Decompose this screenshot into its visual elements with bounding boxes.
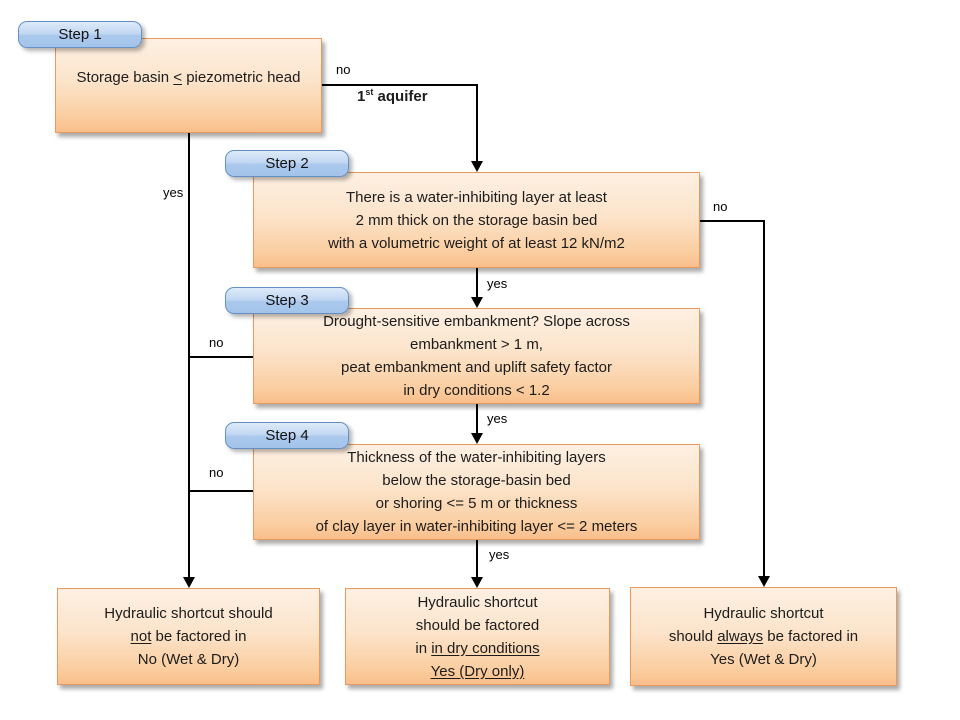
box-text-line: Hydraulic shortcut: [703, 605, 824, 622]
edge-label-step2-yes: yes: [487, 276, 508, 291]
box-text: in: [415, 639, 432, 657]
box-text: piezometric head: [182, 69, 301, 86]
edge-label-step4-yes: yes: [489, 547, 510, 562]
box-text-line: Yes (Dry only): [431, 660, 525, 683]
step4-box: Thickness of the water-inhibiting layers…: [253, 444, 700, 540]
box-text-line: in in dry conditions: [415, 637, 539, 660]
connector-step1-yes-vertical: [188, 133, 190, 579]
arrowhead-into-outcome-not: [183, 577, 195, 588]
box-text: be factored in: [151, 628, 247, 645]
box-text-underlined: Yes (Dry only): [430, 662, 525, 680]
arrowhead-into-step4: [471, 433, 483, 444]
box-text-line: Hydraulic shortcut: [417, 593, 538, 611]
box-text-underlined: always: [717, 628, 764, 645]
step2-label: Step 2: [225, 150, 349, 177]
box-text-line: peat embankment and uplift safety factor: [341, 359, 612, 376]
edge-label-first-aquifer: 1st aquifer: [357, 87, 428, 105]
box-text-line: Thickness of the water-inhibiting layers: [347, 449, 606, 466]
step3-box: Drought-sensitive embankment? Slope acro…: [253, 308, 700, 404]
box-text-line: There is a water-inhibiting layer at lea…: [346, 188, 607, 206]
edge-label-step1-no: no: [336, 62, 351, 77]
box-text-line: not be factored in: [131, 625, 247, 648]
box-text-line: Yes (Wet & Dry): [710, 651, 817, 668]
edge-label-step4-no: no: [209, 465, 224, 480]
outcome-always-box: Hydraulic shortcut should always be fact…: [630, 587, 897, 686]
box-text-line: should always be factored in: [669, 625, 858, 648]
box-text: be factored in: [763, 628, 859, 645]
box-text-line: below the storage-basin bed: [382, 472, 571, 489]
step4-label: Step 4: [225, 422, 349, 449]
box-text-line: or shoring <= 5 m or thickness: [375, 495, 578, 512]
outcome-not-box: Hydraulic shortcut should not be factore…: [57, 588, 320, 685]
box-text-line: embankment > 1 m,: [410, 336, 543, 353]
box-text-line: 2 mm thick on the storage basin bed: [355, 211, 598, 229]
connector-step3-no-horizontal: [189, 356, 253, 358]
box-text-line: Drought-sensitive embankment? Slope acro…: [323, 313, 630, 330]
connector-step2-no-horizontal: [700, 220, 764, 222]
box-text-line: should be factored: [415, 616, 540, 634]
step2-box: There is a water-inhibiting layer at lea…: [253, 172, 700, 268]
box-text-underlined: <: [173, 69, 183, 86]
aquifer-superscript: st: [365, 87, 374, 97]
edge-label-step3-no: no: [209, 335, 224, 350]
box-text-line: No (Wet & Dry): [137, 651, 240, 668]
step1-box: Storage basin < piezometric head: [55, 38, 322, 133]
connector-step1-no-horizontal: [322, 84, 478, 86]
arrowhead-into-step2: [471, 161, 483, 172]
box-text-line: Hydraulic shortcut should: [104, 605, 273, 622]
box-text: should: [668, 628, 718, 645]
connector-step1-no-vertical: [476, 84, 478, 162]
arrowhead-into-step3: [471, 297, 483, 308]
connector-step3-yes-vertical: [476, 404, 478, 435]
connector-step4-yes-vertical: [476, 540, 478, 579]
box-text-line: Storage basin < piezometric head: [77, 66, 301, 89]
step3-label: Step 3: [225, 287, 349, 314]
edge-label-step1-yes: yes: [163, 185, 184, 200]
box-text-underlined: not: [130, 628, 152, 645]
box-text: Storage basin: [76, 69, 174, 86]
edge-label-step3-yes: yes: [487, 411, 508, 426]
arrowhead-into-outcome-dry: [471, 577, 483, 588]
connector-step2-no-vertical: [763, 220, 765, 577]
box-text-underlined: in dry conditions: [431, 639, 540, 657]
box-text-line: of clay layer in water-inhibiting layer …: [315, 518, 638, 535]
outcome-dry-box: Hydraulic shortcut should be factored in…: [345, 588, 610, 685]
aquifer-word: aquifer: [373, 88, 428, 105]
aquifer-number: 1: [357, 88, 366, 105]
step1-label: Step 1: [18, 21, 142, 48]
arrowhead-into-outcome-always: [758, 576, 770, 587]
connector-step2-yes-vertical: [476, 268, 478, 299]
box-text-line: with a volumetric weight of at least 12 …: [328, 234, 625, 252]
box-text-line: in dry conditions < 1.2: [403, 382, 550, 399]
edge-label-step2-no: no: [713, 199, 728, 214]
connector-step4-no-horizontal: [189, 490, 253, 492]
